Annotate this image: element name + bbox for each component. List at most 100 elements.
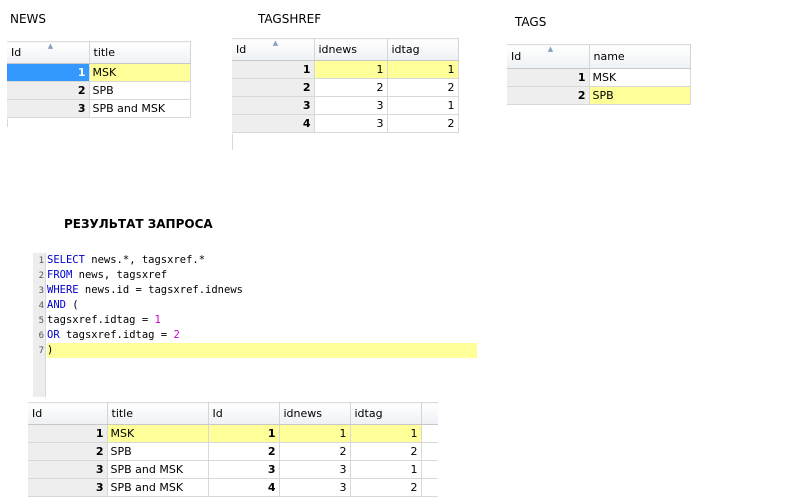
title-cell[interactable]: MSK [89,63,191,82]
row-id-cell[interactable]: 2 [28,442,108,461]
table-row[interactable]: 3 SPB and MSK 3 3 1 [28,460,438,479]
column-header-title[interactable]: title [107,402,209,425]
row-id-cell[interactable]: 4 [232,114,315,133]
idtag-cell[interactable]: 2 [387,78,459,97]
table-row[interactable]: 2 SPB [7,81,191,100]
idnews-cell[interactable]: 3 [314,114,388,133]
news-grid: ▲Id title 1 MSK 2 SPB 3 SPB and MSK [7,41,191,118]
idtag-cell[interactable]: 2 [350,442,422,461]
idtag-cell[interactable]: 1 [387,96,459,115]
sort-asc-icon: ▲ [547,45,554,53]
idnews-cell[interactable]: 3 [279,478,351,497]
column-header-id[interactable]: Id [28,402,108,425]
idtag-cell[interactable]: 1 [350,460,422,479]
idtag-cell[interactable]: 1 [387,60,459,79]
id2-cell[interactable]: 3 [208,460,280,479]
title-cell[interactable]: SPB and MSK [107,460,209,479]
title-cell[interactable]: SPB and MSK [107,478,209,497]
code-text: OR tagsxref.idtag = 2 [47,328,180,343]
row-id-cell[interactable]: 2 [7,81,90,100]
tagsxref-grid: ▲Id idnews idtag 1 1 1 2 2 2 3 3 1 4 3 2 [232,38,459,133]
table-row[interactable]: 1 MSK 1 1 1 [28,424,438,443]
table-row[interactable]: 2 2 2 [232,78,459,97]
id2-cell[interactable]: 1 [208,424,280,443]
result-grid: Id title Id idnews idtag 1 MSK 1 1 1 2 S… [28,402,438,497]
column-header-idtag[interactable]: idtag [350,402,422,425]
result-caption: РЕЗУЛЬТАТ ЗАПРОСА [64,217,213,231]
row-id-cell[interactable]: 2 [232,78,315,97]
table-row[interactable]: 3 SPB and MSK 4 3 2 [28,478,438,497]
grid-border [232,134,233,150]
row-id-cell[interactable]: 1 [28,424,108,443]
title-cell[interactable]: SPB and MSK [89,99,191,118]
code-line[interactable]: 7) [33,343,477,358]
idnews-cell[interactable]: 1 [279,424,351,443]
number-literal: 1 [154,314,161,326]
idtag-cell[interactable]: 1 [350,424,422,443]
idnews-cell[interactable]: 2 [279,442,351,461]
table-row[interactable]: 4 3 2 [232,114,459,133]
column-header-id[interactable]: ▲Id [7,41,90,64]
idnews-cell[interactable]: 2 [314,78,388,97]
name-cell[interactable]: SPB [589,86,691,105]
column-header-idtag[interactable]: idtag [387,38,459,61]
idtag-cell[interactable]: 2 [350,478,422,497]
tags-caption: TAGS [515,15,547,29]
idnews-cell[interactable]: 3 [279,460,351,479]
code-text: WHERE news.id = tagsxref.idnews [47,283,243,298]
code-token: news.id = tagsxref.idnews [78,284,243,296]
table-row[interactable]: 2 SPB 2 2 2 [28,442,438,461]
column-header-idnews[interactable]: idnews [314,38,388,61]
idnews-cell[interactable]: 3 [314,96,388,115]
id2-cell[interactable]: 2 [208,442,280,461]
column-header-name[interactable]: name [589,44,691,69]
idnews-cell[interactable]: 1 [314,60,388,79]
row-id-cell[interactable]: 3 [28,478,108,497]
column-header-idnews[interactable]: idnews [279,402,351,425]
row-id-cell[interactable]: 1 [232,60,315,79]
sql-keyword: SELECT [47,254,85,266]
column-header-id[interactable]: ▲Id [232,38,315,61]
row-id-cell[interactable]: 1 [507,68,590,87]
column-header-title[interactable]: title [89,41,191,64]
filler-cell [421,460,438,479]
title-cell[interactable]: SPB [107,442,209,461]
sort-asc-icon: ▲ [47,42,54,50]
table-row[interactable]: 1 MSK [507,68,691,87]
row-id-cell[interactable]: 1 [7,63,90,82]
code-text: FROM news, tagsxref [47,268,167,283]
title-cell[interactable]: SPB [89,81,191,100]
line-number: 6 [38,331,44,341]
table-row[interactable]: 3 SPB and MSK [7,99,191,118]
sql-keyword: OR [47,329,60,341]
table-row[interactable]: 1 1 1 [232,60,459,79]
row-id-cell[interactable]: 3 [28,460,108,479]
row-id-cell[interactable]: 3 [232,96,315,115]
row-id-cell[interactable]: 2 [507,86,590,105]
title-cell[interactable]: MSK [107,424,209,443]
table-row[interactable]: 2 SPB [507,86,691,105]
table-row[interactable]: 3 3 1 [232,96,459,115]
table-row[interactable]: 1 MSK [7,63,191,82]
grid-border [7,119,8,127]
tagshref-caption: TAGSHREF [258,12,322,26]
number-literal: 2 [173,329,180,341]
sql-keyword: AND [47,299,66,311]
column-header-id[interactable]: ▲Id [507,44,590,69]
news-caption: NEWS [10,12,47,26]
row-id-cell[interactable]: 3 [7,99,90,118]
filler-cell [421,424,438,443]
name-cell[interactable]: MSK [589,68,691,87]
tags-grid: ▲Id name 1 MSK 2 SPB [507,44,691,105]
id2-cell[interactable]: 4 [208,478,280,497]
line-number: 4 [38,301,44,311]
idtag-cell[interactable]: 2 [387,114,459,133]
column-header-id-2[interactable]: Id [208,402,280,425]
